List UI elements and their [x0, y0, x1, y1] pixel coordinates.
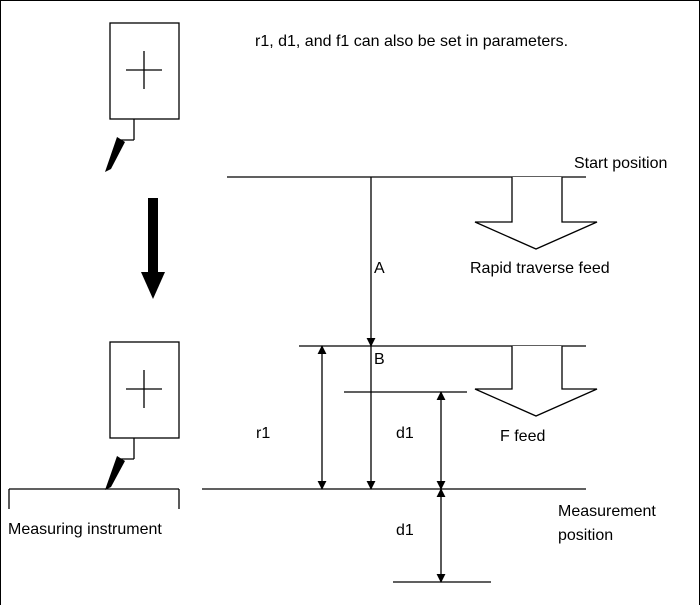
d1-lower-label: d1	[396, 522, 414, 539]
rapid-traverse-label: Rapid traverse feed	[470, 260, 610, 277]
r1-label: r1	[256, 425, 270, 442]
measuring-instrument-label: Measuring instrument	[8, 521, 162, 538]
probe-tip-upper	[105, 137, 125, 172]
probe-tip-lower	[105, 456, 125, 490]
start-position-label: Start position	[574, 155, 667, 172]
move-arrow-head	[141, 272, 165, 299]
point-b-label: B	[374, 351, 385, 368]
parameter-note: r1, d1, and f1 can also be set in parame…	[255, 33, 568, 50]
tool-lower	[105, 341, 180, 490]
measuring-instrument-bracket	[8, 488, 180, 509]
move-down-arrow	[141, 198, 165, 299]
measurement-position-label-1: Measurement	[558, 503, 656, 520]
move-arrow-shaft	[148, 198, 158, 272]
rapid-traverse-hollow-arrow	[474, 177, 598, 250]
f-feed-label: F feed	[500, 428, 545, 445]
measurement-position-label-2: position	[558, 527, 613, 544]
point-a-label: A	[374, 260, 385, 277]
d1-upper-label: d1	[396, 425, 414, 442]
f-feed-hollow-arrow	[474, 346, 598, 417]
tool-upper	[105, 22, 180, 172]
